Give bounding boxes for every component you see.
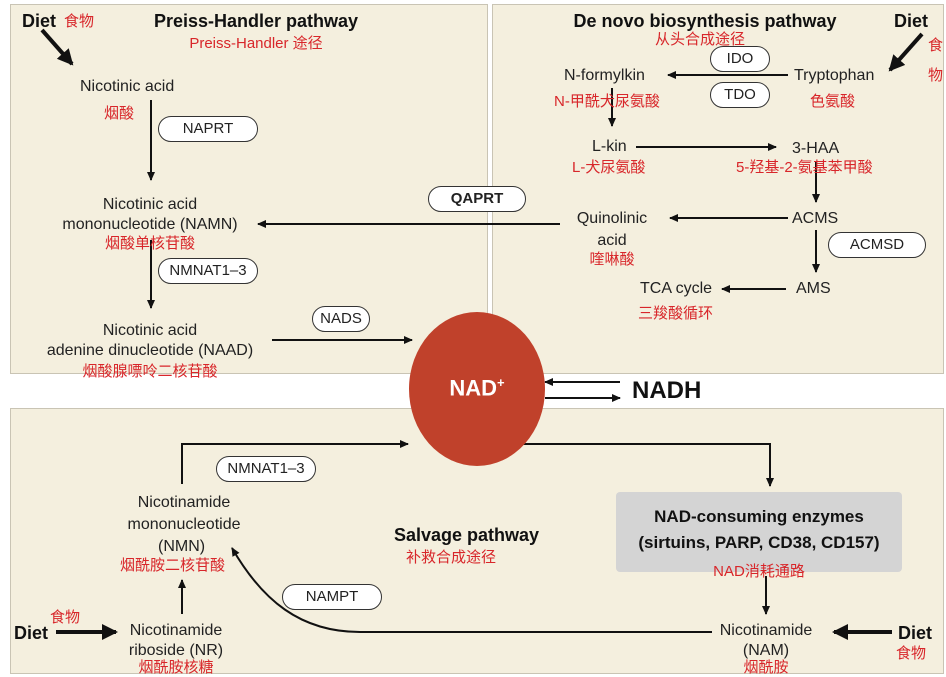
namn-line1: Nicotinic acid: [102, 196, 198, 213]
diet-label-salvage-left: Diet: [14, 623, 49, 643]
tryptophan-cn: 色氨酸: [810, 93, 856, 110]
naad-line1: Nicotinic acid: [102, 322, 198, 339]
nad-label: NAD+: [409, 375, 545, 401]
naprt-enzyme: NAPRT: [158, 116, 258, 142]
diet-arrow-preiss: [40, 28, 74, 66]
haa-label: 3-HAA: [792, 140, 840, 157]
quinolinic-cn: 喹啉酸: [589, 251, 635, 268]
nmnat-enzyme-bottom: NMNAT1–3: [216, 456, 316, 482]
nmn-line2: mononucleotide: [127, 516, 241, 533]
nmn-cn: 烟酰胺二核苷酸: [120, 557, 226, 574]
quinolinic-line1: Quinolinic: [576, 210, 648, 227]
nad-consuming-box: [616, 492, 902, 572]
diet-label-salvage-right: Diet: [898, 623, 933, 643]
naad-line2: adenine dinucleotide (NAAD): [46, 342, 254, 359]
tca-label: TCA cycle: [640, 280, 713, 297]
consuming-line2: (sirtuins, PARP, CD38, CD157): [638, 533, 880, 552]
lkin-label: L-kin: [592, 138, 627, 155]
nad-to-consuming-arrow: [520, 443, 774, 487]
consuming-cn: NAD消耗通路: [713, 563, 805, 580]
namn-cn: 烟酸单核苷酸: [104, 235, 195, 252]
ams-label: AMS: [796, 280, 831, 297]
preiss-title-cn: Preiss-Handler 途径: [189, 35, 323, 52]
diet-label-salvage-left-cn: 食物: [50, 609, 81, 626]
nr-line1: Nicotinamide: [129, 622, 223, 639]
acms-label: ACMS: [792, 210, 839, 227]
nam-cn: 烟酰胺: [743, 659, 789, 676]
nad-text: NAD: [449, 375, 498, 401]
tca-cn: 三羧酸循环: [638, 305, 714, 322]
tdo-enzyme: TDO: [710, 82, 770, 108]
diet-label-preiss: Diet: [22, 11, 57, 31]
diet-label-denovo-cn-1: 食: [928, 37, 944, 54]
nformylkin-label: N-formylkin: [564, 67, 645, 84]
namn-line2: mononucleotide (NAMN): [62, 216, 238, 233]
nad-circle: [409, 312, 545, 466]
nr-cn: 烟酰胺核糖: [138, 659, 214, 676]
nicotinic-acid-cn: 烟酸: [104, 105, 135, 122]
nam-to-nmn-arrow: [231, 547, 712, 633]
diet-arrow-denovo: [888, 32, 924, 72]
diet-label-salvage-right-cn: 食物: [896, 645, 927, 662]
nr-line2: riboside (NR): [128, 642, 224, 659]
nmn-line3: (NMN): [158, 538, 206, 555]
nformylkin-cn: N-甲酰犬尿氨酸: [554, 93, 660, 110]
salvage-title: Salvage pathway: [394, 525, 540, 545]
nampt-enzyme: NAMPT: [282, 584, 382, 610]
naad-cn: 烟酸腺嘌呤二核苷酸: [82, 363, 218, 380]
salvage-title-cn: 补救合成途径: [406, 549, 497, 566]
diet-label-denovo-cn-2: 物: [928, 67, 944, 84]
nadh-label: NADH: [632, 377, 702, 404]
consuming-line1: NAD-consuming enzymes: [654, 507, 864, 526]
preiss-title: Preiss-Handler pathway: [153, 11, 359, 31]
preiss-handler-panel: [10, 4, 488, 374]
qaprt-enzyme: QAPRT: [428, 186, 526, 212]
diet-label-preiss-cn: 食物: [64, 13, 95, 30]
lkin-cn: L-犬尿氨酸: [572, 159, 646, 176]
tryptophan-label: Tryptophan: [794, 67, 875, 84]
nmn-to-nad-arrow: [181, 440, 409, 484]
haa-cn: 5-羟基-2-氨基苯甲酸: [736, 159, 873, 176]
nmn-line1: Nicotinamide: [137, 494, 231, 511]
nad-plus: +: [497, 375, 505, 390]
acmsd-enzyme: ACMSD: [828, 232, 926, 258]
quinolinic-line2: acid: [597, 232, 627, 249]
diet-label-denovo: Diet: [894, 11, 929, 31]
nam-line1: Nicotinamide: [719, 622, 813, 639]
denovo-title: De novo biosynthesis pathway: [573, 11, 837, 31]
nads-enzyme: NADS: [312, 306, 370, 332]
nicotinic-acid-label: Nicotinic acid: [80, 78, 175, 95]
ido-enzyme: IDO: [710, 46, 770, 72]
nmnat-enzyme-top: NMNAT1–3: [158, 258, 258, 284]
nam-line2: (NAM): [742, 642, 790, 659]
denovo-title-cn: 从头合成途径: [654, 31, 745, 48]
